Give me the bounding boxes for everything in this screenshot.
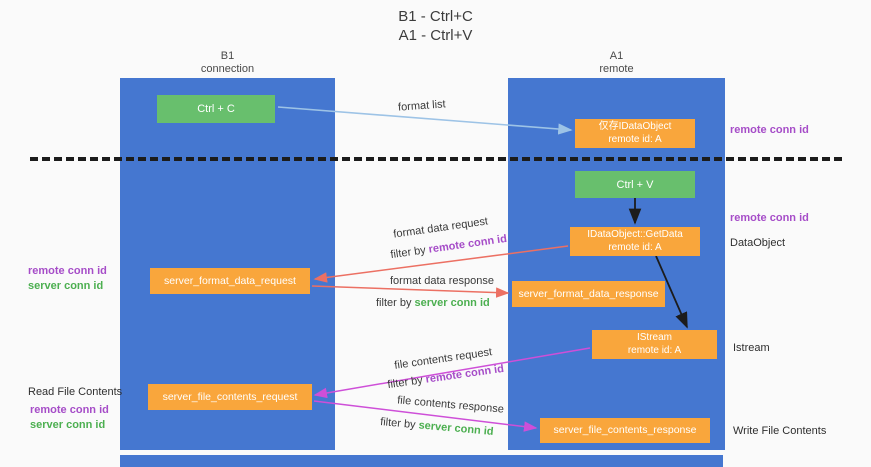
server-conn-id-left-bottom: server conn id	[30, 419, 106, 431]
arrow-format-data-response	[311, 285, 510, 298]
node-ctrl-c-label: Ctrl + C	[197, 103, 235, 115]
node-istream: IStream remote id: A	[592, 330, 717, 359]
node-ctrl-v: Ctrl + V	[575, 171, 695, 198]
node-getdata-line1: IDataObject::GetData	[587, 229, 683, 240]
lane-header-a1: A1 remote	[508, 50, 725, 76]
lane-a1-name: A1	[609, 50, 624, 62]
filter-remote-conn-id-2: remote conn id	[424, 362, 505, 386]
lane-header-b1: B1 connection	[120, 50, 335, 76]
node-idataobject-line1: 仅存IDataObject	[598, 121, 672, 132]
node-idataobject-line2: remote id: A	[608, 133, 662, 145]
filter-server-conn-id-1: server conn id	[414, 297, 490, 309]
istream-side-label: Istream	[733, 342, 770, 354]
node-ctrl-c: Ctrl + C	[157, 95, 275, 123]
server-conn-id-left-mid: server conn id	[28, 280, 104, 292]
filter-by-text-1: filter by	[389, 244, 427, 262]
node-istream-line1: IStream	[636, 332, 672, 343]
write-file-contents-label: Write File Contents	[733, 425, 827, 437]
filter-by-text-3: filter by	[386, 374, 424, 392]
diagram-title: B1 - Ctrl+C A1 - Ctrl+V	[0, 7, 871, 45]
node-server-file-contents-response: server_file_contents_response	[540, 418, 710, 443]
dataobject-label: DataObject	[730, 237, 786, 249]
lane-b1-subtitle: connection	[200, 63, 255, 75]
node-server-format-data-response: server_format_data_response	[512, 281, 665, 307]
remote-conn-id-right-top: remote conn id	[730, 124, 809, 136]
node-getdata: IDataObject::GetData remote id: A	[570, 227, 700, 256]
format-data-response-label: format data response	[390, 275, 494, 287]
node-server-file-contents-request-label: server_file_contents_request	[162, 390, 298, 403]
filter-server-conn-id-2: server conn id	[418, 419, 495, 438]
lane-b1-name: B1	[220, 50, 235, 62]
node-server-file-contents-request: server_file_contents_request	[148, 384, 312, 410]
node-server-format-data-response-label: server_format_data_response	[518, 287, 659, 300]
filter-by-text-4: filter by	[379, 416, 417, 432]
read-file-contents-label: Read File Contents	[28, 386, 123, 398]
title-line-1: B1 - Ctrl+C	[398, 8, 473, 25]
node-istream-line2: remote id: A	[627, 344, 682, 356]
filter-file-response: filter by server conn id	[380, 416, 494, 438]
lane-a1-subtitle: remote	[599, 63, 634, 75]
filter-by-text-2: filter by	[376, 297, 412, 309]
remote-conn-id-left-bottom: remote conn id	[30, 404, 109, 416]
filter-remote-conn-id-1: remote conn id	[427, 232, 508, 256]
format-list-label: format list	[397, 98, 447, 114]
bottom-bar	[120, 455, 723, 467]
node-server-format-data-request: server_format_data_request	[150, 268, 310, 294]
node-getdata-line2: remote id: A	[608, 241, 662, 253]
remote-conn-id-left-mid: remote conn id	[28, 265, 107, 277]
divider-dashed-line	[30, 157, 842, 161]
filter-format-response: filter by server conn id	[376, 297, 490, 309]
title-line-2: A1 - Ctrl+V	[398, 27, 473, 44]
node-idataobject: 仅存IDataObject remote id: A	[575, 119, 695, 148]
node-server-file-contents-response-label: server_file_contents_response	[553, 424, 697, 437]
file-contents-response-label: file contents response	[396, 394, 505, 416]
node-server-format-data-request-label: server_format_data_request	[164, 274, 296, 287]
remote-conn-id-right-mid: remote conn id	[730, 212, 809, 224]
node-ctrl-v-label: Ctrl + V	[616, 178, 654, 191]
